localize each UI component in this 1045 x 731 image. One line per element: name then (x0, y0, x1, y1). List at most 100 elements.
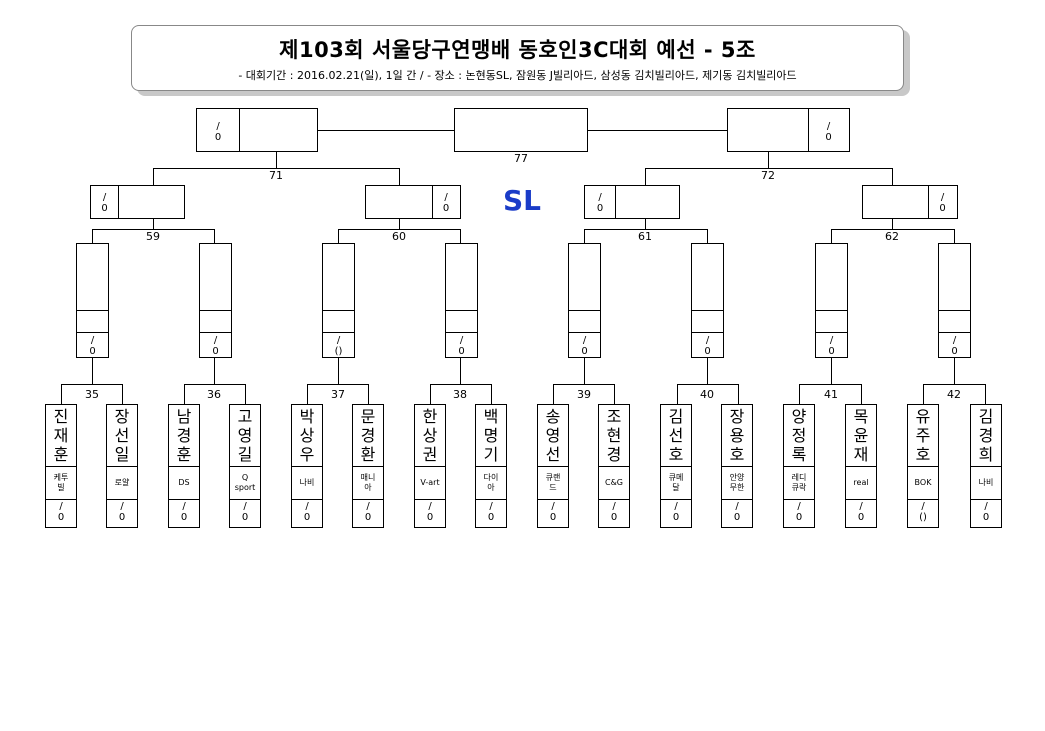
match-number: 77 (514, 152, 528, 165)
page-subtitle: - 대회기간 : 2016.02.21(일), 1일 간 / - 장소 : 논현… (238, 69, 797, 82)
player-club: 큐메 달 (661, 466, 691, 500)
match-number: 62 (885, 230, 899, 243)
player-name: 조 현 경 (606, 407, 622, 464)
player-score: / () (919, 501, 927, 523)
r16-slot: / 0 (199, 243, 232, 358)
final-slot-right: / 0 (727, 108, 850, 152)
match-number: 39 (577, 388, 591, 401)
r16-slot: / () (322, 243, 355, 358)
player-name: 유 주 호 (915, 407, 931, 464)
r16-slot: / 0 (76, 243, 109, 358)
player-club: V-art (415, 466, 445, 500)
r16-slot: / 0 (938, 243, 971, 358)
player-score: / 0 (426, 501, 434, 523)
player-card: 유 주 호 BOK/ () (907, 404, 939, 528)
player-club: 레디 큐락 (784, 466, 814, 500)
player-club: 나비 (292, 466, 322, 500)
player-name: 문 경 환 (360, 407, 376, 464)
player-club: DS (169, 466, 199, 500)
match-number: 38 (453, 388, 467, 401)
match-number: 35 (85, 388, 99, 401)
player-name: 한 상 권 (422, 407, 438, 464)
player-score: / 0 (241, 501, 249, 523)
semi-slot: / 0 (584, 185, 680, 219)
semi-slot: / 0 (365, 185, 461, 219)
player-score: / 0 (672, 501, 680, 523)
player-score: / 0 (857, 501, 865, 523)
match-number: 71 (269, 169, 283, 182)
player-score: / 0 (982, 501, 990, 523)
player-card: 목 윤 재 real/ 0 (845, 404, 877, 528)
r16-slot: / 0 (815, 243, 848, 358)
player-card: 조 현 경 C&G/ 0 (598, 404, 630, 528)
header-box: 제103회 서울당구연맹배 동호인3C대회 예선 - 5조 - 대회기간 : 2… (131, 25, 904, 91)
player-name: 송 영 선 (545, 407, 561, 464)
r16-slot: / 0 (568, 243, 601, 358)
final-left-score: / 0 (214, 121, 222, 143)
player-name: 목 윤 재 (853, 407, 869, 464)
match-number: 60 (392, 230, 406, 243)
player-score: / 0 (549, 501, 557, 523)
player-club: 다이 아 (476, 466, 506, 500)
player-club: 케투 빌 (46, 466, 76, 500)
player-name: 김 경 희 (978, 407, 994, 464)
match-number: 40 (700, 388, 714, 401)
final-right-score: / 0 (825, 121, 832, 143)
player-card: 고 영 길 Q sport/ 0 (229, 404, 261, 528)
r16-slot: / 0 (445, 243, 478, 358)
match-number: 41 (824, 388, 838, 401)
player-name: 장 용 호 (729, 407, 745, 464)
player-club: 나비 (971, 466, 1001, 500)
match-number: 42 (947, 388, 961, 401)
page-title: 제103회 서울당구연맹배 동호인3C대회 예선 - 5조 (279, 38, 756, 62)
final-slot-left: / 0 (196, 108, 318, 152)
r16-slot: / 0 (691, 243, 724, 358)
player-score: / 0 (364, 501, 372, 523)
player-name: 백 명 기 (483, 407, 499, 464)
match-number: 61 (638, 230, 652, 243)
match-number: 36 (207, 388, 221, 401)
player-name: 진 재 훈 (53, 407, 69, 464)
player-name: 장 선 일 (114, 407, 130, 464)
venue-mark: SL (502, 184, 541, 217)
player-score: / 0 (487, 501, 495, 523)
player-club: 안양 무한 (722, 466, 752, 500)
player-club: 로얄 (107, 466, 137, 500)
player-club: Q sport (230, 466, 260, 500)
player-club: 큐랜 드 (538, 466, 568, 500)
player-card: 한 상 권 V-art/ 0 (414, 404, 446, 528)
player-name: 양 정 록 (791, 407, 807, 464)
player-club: BOK (908, 466, 938, 500)
player-name: 남 경 훈 (176, 407, 192, 464)
player-card: 남 경 훈 DS/ 0 (168, 404, 200, 528)
player-score: / 0 (610, 501, 618, 523)
player-score: / 0 (118, 501, 126, 523)
player-club: C&G (599, 466, 629, 500)
player-score: / 0 (795, 501, 803, 523)
final-center-slot (454, 108, 588, 152)
player-score: / 0 (180, 501, 188, 523)
match-number: 59 (146, 230, 160, 243)
player-name: 김 선 호 (668, 407, 684, 464)
player-name: 고 영 길 (237, 407, 253, 464)
player-club: 매니 아 (353, 466, 383, 500)
player-score: / 0 (57, 501, 65, 523)
player-club: real (846, 466, 876, 500)
semi-slot: / 0 (90, 185, 185, 219)
player-name: 박 상 우 (299, 407, 315, 464)
match-number: 72 (761, 169, 775, 182)
player-score: / 0 (733, 501, 741, 523)
player-score: / 0 (303, 501, 311, 523)
semi-slot: / 0 (862, 185, 958, 219)
match-number: 37 (331, 388, 345, 401)
